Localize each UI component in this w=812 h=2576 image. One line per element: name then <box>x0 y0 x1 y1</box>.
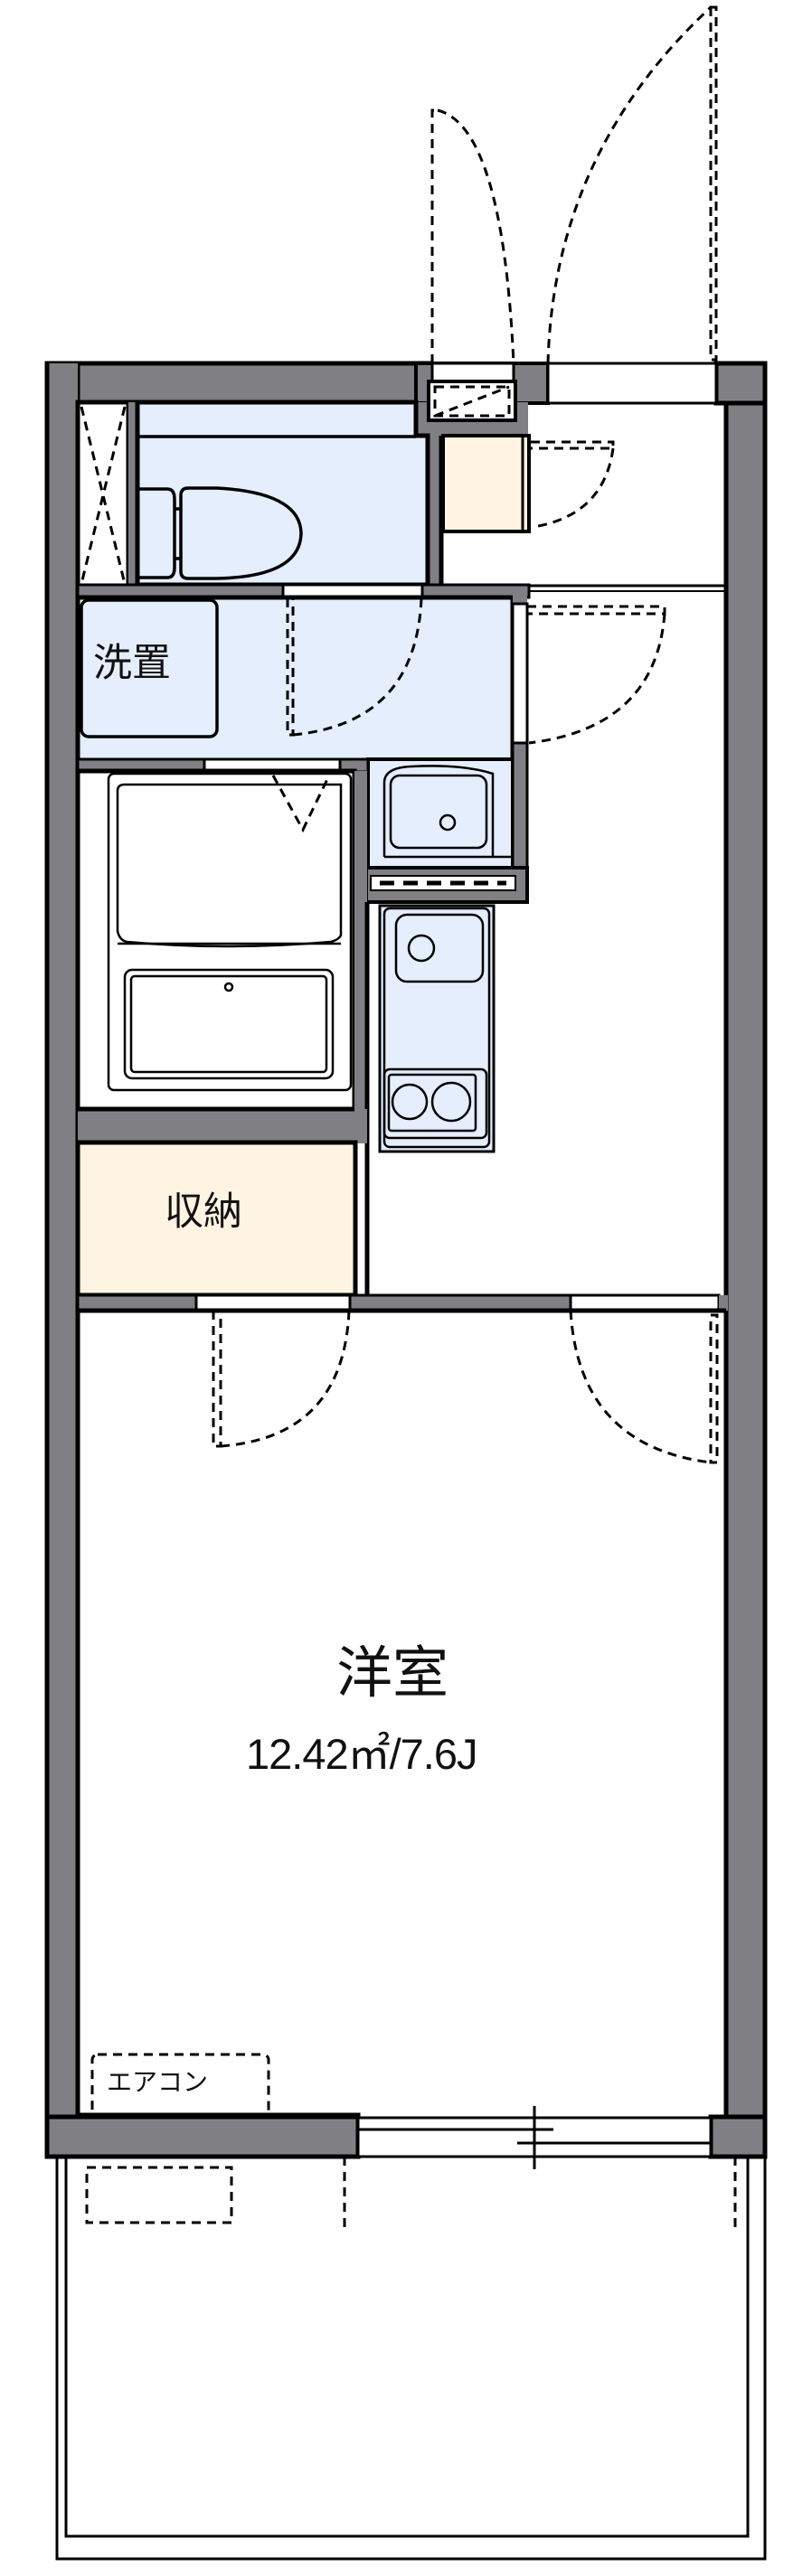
meter-box <box>427 362 517 422</box>
air-conditioner-box <box>90 2053 270 2121</box>
bathroom <box>75 768 357 1113</box>
entrance-door-icon <box>546 5 718 364</box>
corridor-door-icon <box>527 605 666 745</box>
storage-door-icon <box>212 1310 351 1448</box>
shoe-cabinet <box>441 434 615 533</box>
vanity-basin <box>366 757 515 870</box>
toilet-room <box>135 400 430 588</box>
washroom-door-icon <box>286 597 423 737</box>
room-area-label: 12.42㎡/7.6J <box>246 1730 478 1778</box>
room-door-icon <box>569 1310 719 1464</box>
storage-label: 収納 <box>165 1189 242 1235</box>
stove-icon <box>382 1067 488 1140</box>
washroom <box>75 595 515 763</box>
meter-box-door-icon <box>430 108 515 364</box>
kitchen-counter <box>378 904 496 1153</box>
toilet-icon <box>139 486 303 580</box>
washroom-label: 洗置 <box>93 641 171 686</box>
sliding-window[interactable] <box>356 2106 713 2169</box>
bathtub-unit <box>107 772 353 1092</box>
kitchen-sink-icon <box>394 913 485 983</box>
pipe-shaft <box>75 400 131 591</box>
washing-machine-space <box>80 598 219 738</box>
air-conditioner-label: エアコン <box>107 2067 209 2097</box>
room-label: 洋室 <box>336 1640 449 1706</box>
balcony <box>55 2157 767 2561</box>
storage-closet <box>75 1140 358 1298</box>
ac-outdoor-unit <box>85 2166 233 2224</box>
